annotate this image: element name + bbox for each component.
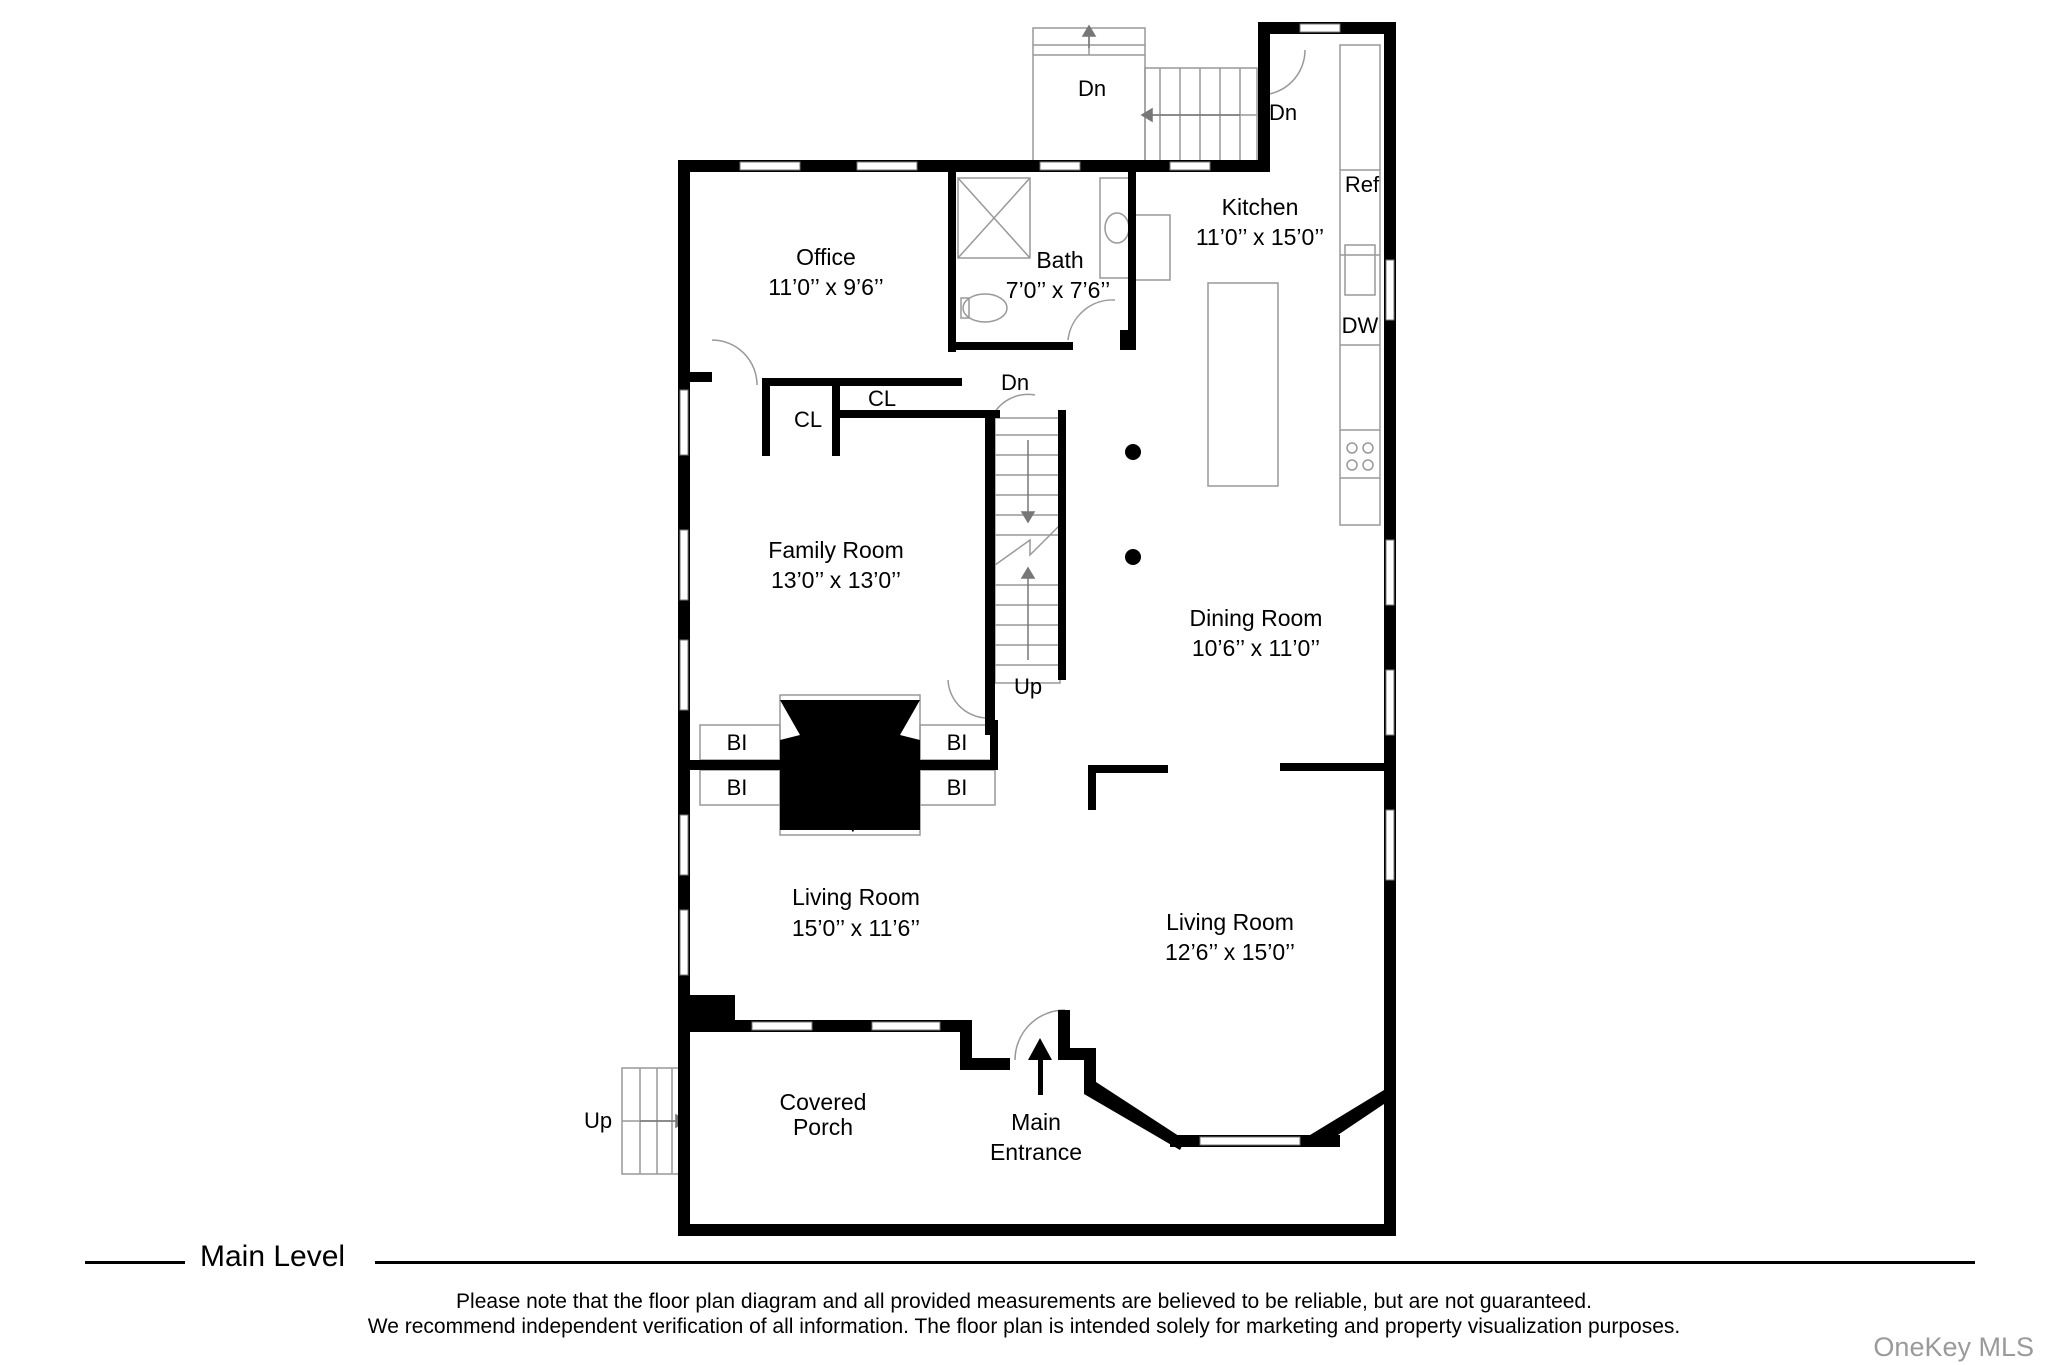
living-right-name: Living Room [1166,909,1294,935]
living-left-dims: 15’0’’ x 11’6’’ [792,915,920,941]
dn-stair-label: Dn [1001,370,1029,395]
office-dims: 11’0’’ x 9’6’’ [768,274,884,300]
living-left-name: Living Room [792,884,920,910]
built-in-label: BI [727,775,748,800]
office-name: Office [796,244,856,270]
closet-label: CL [868,386,896,411]
entrance-line2: Entrance [990,1139,1082,1165]
fixture-labels: Dn Dn Dn Up Up Ref DW CL CL Fp Fp BI BI … [584,76,1380,1133]
bath-dims: 7’0’’ x 7’6’’ [1006,277,1110,303]
kitchen-dims: 11’0’’ x 15’0’’ [1196,224,1324,250]
watermark: OneKey MLS [1873,1332,2034,1362]
living-right-dims: 12’6’’ x 15’0’’ [1165,939,1295,965]
room-labels: Kitchen 11’0’’ x 15’0’’ Office 11’0’’ x … [768,194,1324,1165]
up-stair-label: Up [1014,674,1042,699]
entrance-line1: Main [1011,1109,1061,1135]
fireplace-label: Fp [838,704,863,727]
dining-dims: 10’6’’ x 11’0’’ [1192,635,1320,661]
dn-top-label: Dn [1078,76,1106,101]
up-porch-label: Up [584,1108,612,1133]
level-title: Main Level [200,1240,346,1273]
windows [679,23,1395,1146]
fireplace-label: Fp [838,809,863,832]
disclaimer-line-1: Please note that the floor plan diagram … [456,1290,1592,1313]
family-dims: 13’0’’ x 13’0’’ [771,567,901,593]
footer-rules [85,1261,1975,1264]
closet-label: CL [794,407,822,432]
dn-kitchen-label: Dn [1269,100,1297,125]
built-in-label: BI [947,775,968,800]
built-in-label: BI [947,730,968,755]
kitchen-name: Kitchen [1222,194,1299,220]
dining-name: Dining Room [1190,605,1323,631]
family-name: Family Room [768,537,903,563]
ref-label: Ref [1345,172,1380,197]
dw-label: DW [1342,313,1379,338]
stair-arrows [640,24,1240,1129]
disclaimer-line-2: We recommend independent verification of… [367,1315,1681,1338]
porch-line2: Porch [793,1114,853,1140]
built-in-label: BI [727,730,748,755]
bath-name: Bath [1036,247,1083,273]
porch-line1: Covered [780,1089,867,1115]
